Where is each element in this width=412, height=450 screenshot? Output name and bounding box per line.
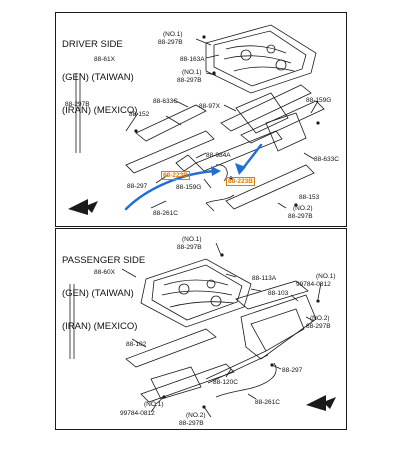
part-label: (NO.2) [186, 412, 206, 419]
heading-line-3: (IRAN) (MEXICO) [62, 105, 138, 116]
part-label: (NO.2) [293, 205, 313, 212]
passenger-side-heading: PASSENGER SIDE (GEN) (TAIWAN) (IRAN) (ME… [62, 233, 145, 354]
part-label: 88-297B [177, 244, 202, 251]
part-label: (NO.2) [310, 315, 330, 322]
part-label: (NO.1) [316, 273, 336, 280]
heading-line-3: (IRAN) (MEXICO) [62, 321, 138, 332]
driver-side-heading: DRIVER SIDE (GEN) (TAIWAN) (IRAN) (MEXIC… [62, 17, 137, 138]
part-label: (NO.1) [182, 69, 202, 76]
highlighted-part-label: 88-223B [226, 177, 255, 186]
heading-line-1: PASSENGER SIDE [62, 255, 146, 266]
part-label: 88-120C [213, 379, 238, 386]
passenger-seat-frame-drawing [69, 242, 336, 418]
part-label: 88-297 [127, 183, 148, 190]
part-label: 88-153 [299, 194, 320, 201]
part-label: (NO.1) [182, 236, 202, 243]
part-label: 88-297B [65, 101, 90, 108]
part-label: 88-984A [206, 152, 231, 159]
part-label: 88-633C [314, 156, 339, 163]
forward-arrow-icon [68, 199, 98, 215]
heading-line-2: (GEN) (TAIWAN) [62, 288, 134, 299]
part-label: 88-297B [306, 323, 331, 330]
part-label: 88-102 [126, 341, 147, 348]
part-label: 88-159G [306, 97, 332, 104]
part-label: (NO.1) [163, 31, 183, 38]
part-label: 88-297B [158, 39, 183, 46]
part-label: 88-103 [268, 290, 289, 297]
part-label: 88-297B [288, 213, 313, 220]
part-label: 88-97X [199, 103, 220, 110]
part-label: 99784-0812 [120, 410, 155, 417]
part-label: 88-159G [176, 184, 202, 191]
part-label: 88-261C [153, 210, 178, 217]
heading-line-1: DRIVER SIDE [62, 39, 123, 50]
part-label: 88-633C [153, 98, 178, 105]
part-label: 88-113A [252, 275, 277, 282]
part-label: 88-297B [179, 420, 204, 427]
forward-arrow-icon [306, 395, 336, 411]
part-label: 99784-0812 [296, 281, 331, 288]
passenger-side-panel: PASSENGER SIDE (GEN) (TAIWAN) (IRAN) (ME… [55, 228, 347, 430]
part-label: 88-297 [282, 367, 303, 374]
driver-side-panel: DRIVER SIDE (GEN) (TAIWAN) (IRAN) (MEXIC… [55, 12, 347, 227]
part-label: 88-163A [180, 56, 205, 63]
part-label: 88-261C [255, 399, 280, 406]
driver-seat-frame-drawing [68, 24, 325, 215]
part-label: 88-297B [177, 77, 202, 84]
part-label: 88-152 [129, 111, 150, 118]
part-label: (NO.1) [144, 401, 164, 408]
highlighted-part-label: 88-223B [161, 171, 190, 180]
part-label: 88-60X [94, 269, 115, 276]
heading-line-2: (GEN) (TAIWAN) [62, 72, 134, 83]
part-label: 88-61X [94, 56, 115, 63]
